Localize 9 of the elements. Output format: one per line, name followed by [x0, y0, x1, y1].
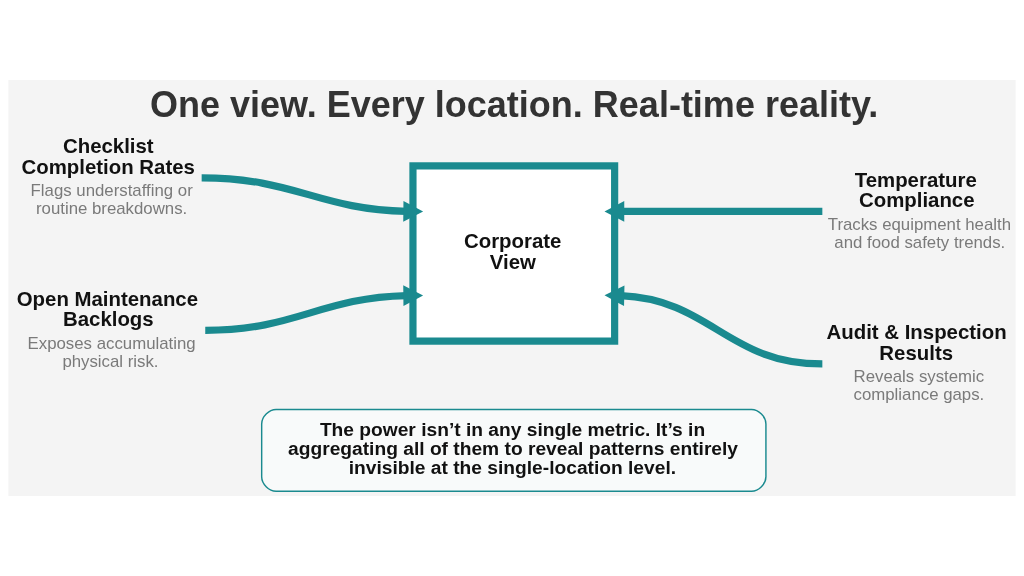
arrow [201, 174, 424, 222]
arrow [604, 201, 823, 222]
diagram-title: One view. Every location. Real-time reality. [150, 84, 879, 126]
arrow [604, 285, 823, 368]
node-text: Temperature Compliance Tracks equipment health and food safety trends. [827, 168, 1012, 252]
node-text: Checklist Completion Rates Flags understaffing or routine breakdowns. [21, 135, 195, 219]
node-box: The power isn’t in any single metric. It’s in aggregating all of them to reveal patterns entirely invisible at the single-location level. [260, 408, 767, 492]
node-text: Audit & Inspection Results Reveals systemic compliance gaps. [826, 321, 1007, 405]
node-text: Open Maintenance Backlogs Exposes accumulating physical risk. [16, 287, 199, 371]
